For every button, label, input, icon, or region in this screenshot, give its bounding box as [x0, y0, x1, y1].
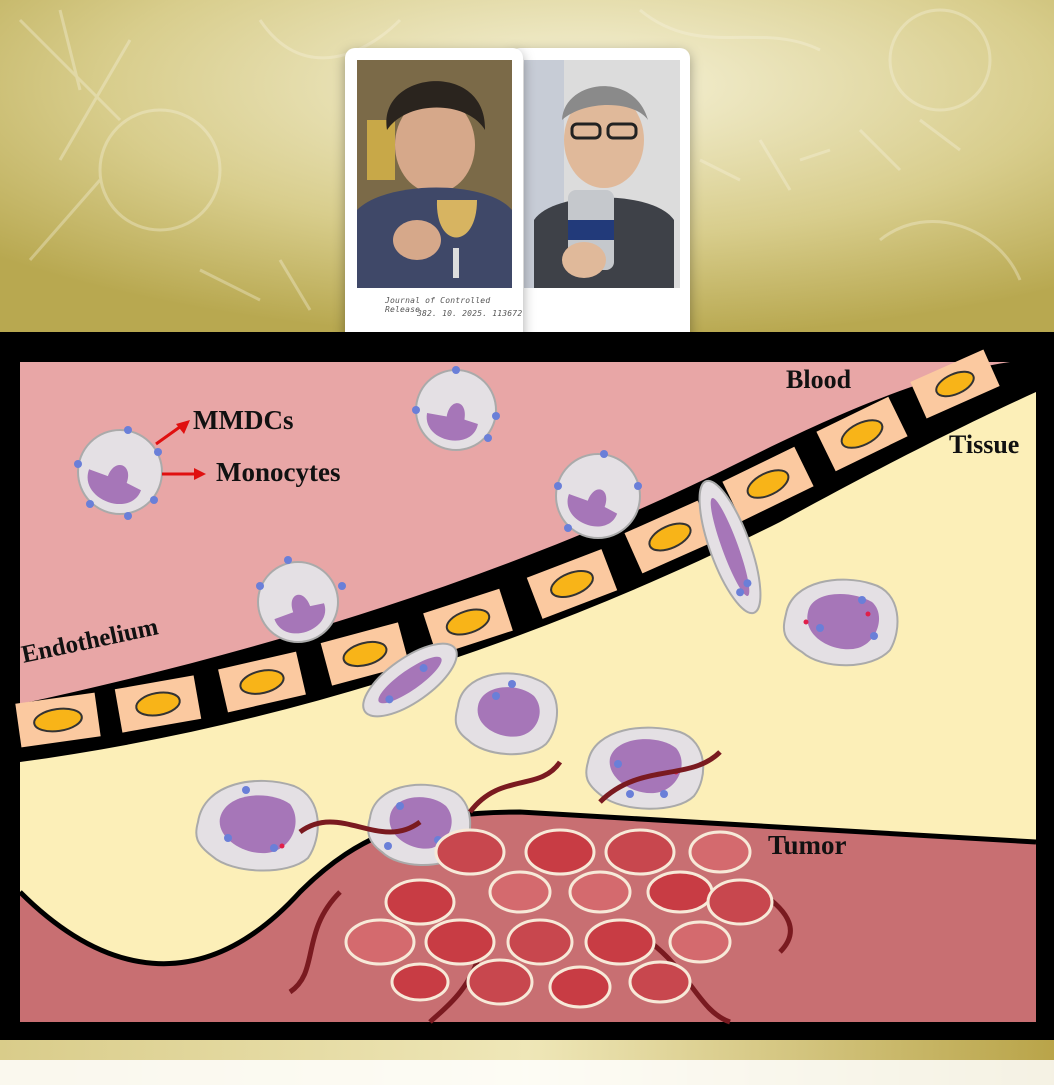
endothelial-cells: [15, 349, 1000, 748]
label-mmdcs: MMDCs: [193, 405, 294, 435]
diagram: [0, 332, 1054, 1040]
label-tissue: Tissue: [949, 430, 1020, 459]
monocyte: [256, 556, 346, 643]
label-monocytes: Monocytes: [216, 457, 341, 487]
monocyte-legend: [74, 426, 163, 520]
mmdc-cell: [783, 578, 899, 667]
photo-card-right: [510, 48, 690, 346]
mmdc-cell: [454, 672, 558, 756]
bottom-band: [0, 1040, 1054, 1085]
author-photo-right: [524, 60, 680, 288]
monocyte: [412, 366, 500, 451]
red-arrow-icon: [162, 468, 206, 480]
author-photo-left: [357, 60, 512, 288]
mmdc-cell: [195, 779, 319, 872]
photo-caption-journal: Journal of Controlled Release: [385, 296, 491, 314]
photo-caption-reference: 382. 10. 2025. 113672: [417, 309, 523, 318]
tumor-mass: [288, 750, 793, 1025]
monocyte: [554, 450, 642, 539]
tumor-region: [20, 812, 1036, 1022]
transmigrating-cell: [698, 479, 762, 615]
photo-card-left: Journal of Controlled Release 382. 10. 2…: [345, 48, 523, 346]
red-arrow-icon: [155, 420, 190, 446]
label-tumor: Tumor: [768, 830, 847, 860]
label-blood: Blood: [786, 365, 852, 394]
transmigrating-cell: [362, 642, 458, 718]
